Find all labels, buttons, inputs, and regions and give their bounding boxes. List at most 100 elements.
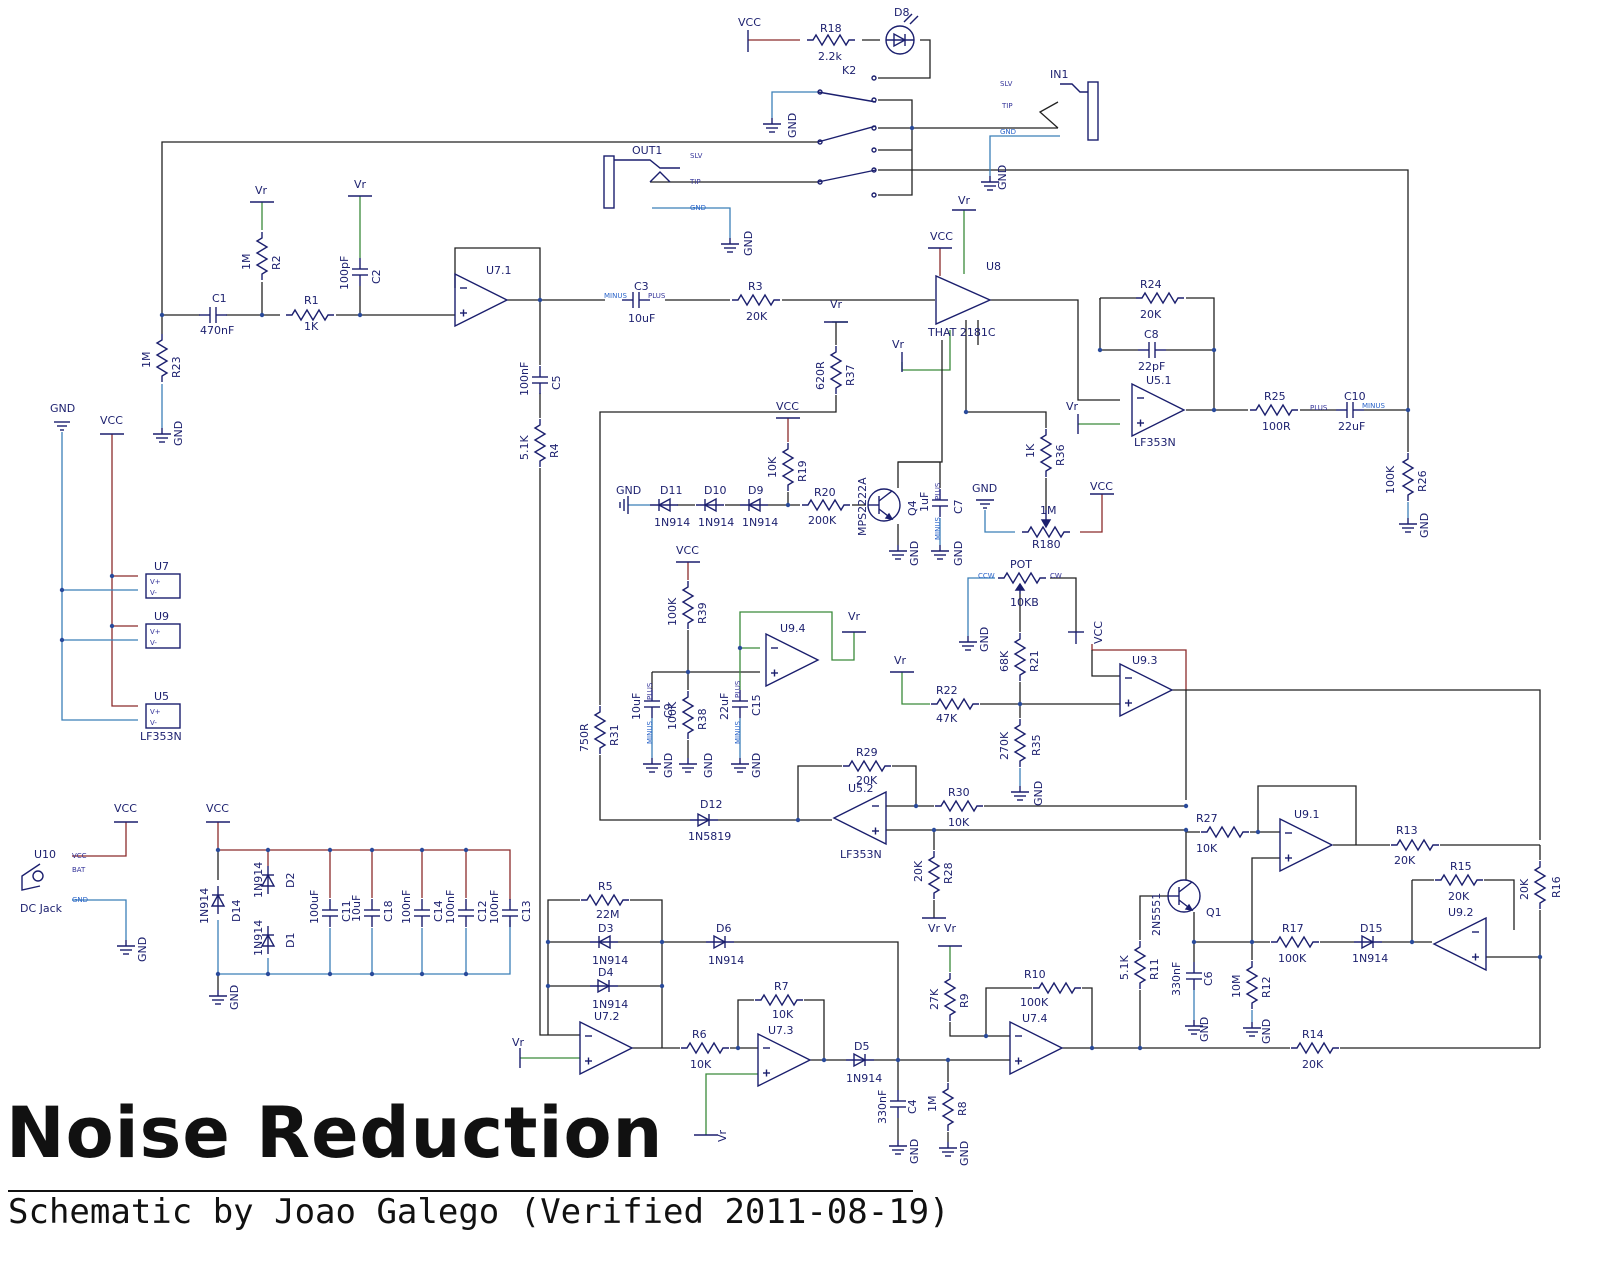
svg-text:VCC: VCC: [100, 414, 123, 427]
svg-text:1N914: 1N914: [592, 998, 628, 1011]
svg-text:U10: U10: [34, 848, 56, 861]
svg-text:CCW: CCW: [978, 572, 995, 580]
gnd-symbol: GND: [616, 484, 641, 514]
svg-text:GND: GND: [72, 896, 88, 904]
vr-symbol: Vr: [693, 1129, 729, 1142]
dc-jack-u10: U10 DC Jack VCC BAT GND: [20, 848, 88, 915]
svg-text:270K: 270K: [998, 731, 1011, 760]
resistor-r17: R17 100K: [1270, 922, 1320, 965]
svg-text:R4: R4: [548, 443, 561, 458]
svg-text:GND: GND: [978, 627, 991, 652]
svg-text:MINUS: MINUS: [934, 517, 942, 540]
resistor-r15: R15 20K: [1434, 860, 1484, 903]
resistor-r3: R3 20K: [731, 280, 781, 323]
resistor-r2: R2 1M: [240, 231, 283, 281]
svg-text:GND: GND: [952, 541, 965, 566]
diagram-title: Noise Reduction: [6, 1092, 664, 1174]
svg-text:K2: K2: [842, 64, 856, 77]
supply-u7: V+V- U7: [145, 560, 181, 599]
svg-text:10K: 10K: [948, 816, 970, 829]
svg-text:R17: R17: [1282, 922, 1304, 935]
svg-text:LF353N: LF353N: [140, 730, 182, 743]
trimmer-r180: 1M R180: [1021, 504, 1071, 551]
vr-symbol: Vr: [889, 654, 915, 673]
svg-text:1N914: 1N914: [846, 1072, 882, 1085]
diode-d6: D6 1N914: [705, 922, 744, 967]
svg-text:200K: 200K: [808, 514, 837, 527]
svg-text:1N914: 1N914: [198, 888, 211, 924]
vcc-symbol: VCC: [738, 16, 761, 52]
resistor-r9: R9 27K: [928, 972, 971, 1022]
svg-text:GND: GND: [996, 165, 1009, 190]
capacitor-c15: C15 22uF PLUS MINUS: [718, 680, 763, 744]
vr-symbol: Vr: [823, 298, 849, 323]
vr-symbol: Vr: [841, 610, 867, 633]
diode-d9: D9 1N914: [739, 484, 778, 529]
gnd-symbol: GND: [116, 937, 149, 962]
resistor-r24: R24 20K: [1135, 278, 1185, 321]
svg-text:U9.4: U9.4: [780, 622, 806, 635]
svg-text:D6: D6: [716, 922, 731, 935]
svg-text:D9: D9: [748, 484, 763, 497]
svg-text:Vr: Vr: [944, 922, 957, 935]
svg-text:V-: V-: [150, 589, 157, 597]
svg-text:U9.2: U9.2: [1448, 906, 1474, 919]
svg-text:2.2k: 2.2k: [818, 50, 842, 63]
vr-symbol: Vr: [1066, 400, 1079, 434]
wires: [61, 39, 1541, 1142]
vcc-symbol: VCC: [99, 414, 125, 435]
svg-text:GND: GND: [908, 1139, 921, 1164]
resistor-r29: R29 20K: [842, 746, 892, 787]
svg-text:U5: U5: [154, 690, 169, 703]
vcc-symbol: VCC: [205, 802, 231, 823]
gnd-symbol: GND: [958, 627, 991, 652]
gnd-symbol: GND: [720, 231, 755, 256]
svg-text:20K: 20K: [912, 860, 925, 882]
resistor-r27: R27 10K: [1196, 812, 1250, 855]
diode-d3: D3 1N914: [589, 922, 628, 967]
svg-text:VCC: VCC: [930, 230, 953, 243]
title-underline: [8, 1190, 913, 1192]
svg-text:22uF: 22uF: [718, 693, 731, 720]
svg-text:U8: U8: [986, 260, 1001, 273]
svg-text:5.1K: 5.1K: [518, 435, 531, 460]
svg-text:R30: R30: [948, 786, 970, 799]
svg-text:D3: D3: [598, 922, 613, 935]
capacitor-c4: C4 330nF: [876, 1089, 919, 1124]
svg-text:20K: 20K: [1302, 1058, 1324, 1071]
capacitor-c8: C8 22pF: [1137, 328, 1167, 373]
svg-text:22uF: 22uF: [1338, 420, 1365, 433]
svg-text:20K: 20K: [856, 774, 878, 787]
svg-text:U7.1: U7.1: [486, 264, 512, 277]
svg-text:20K: 20K: [1394, 854, 1416, 867]
svg-text:R12: R12: [1260, 976, 1273, 998]
gnd-symbol: GND: [930, 541, 965, 566]
svg-text:R9: R9: [958, 993, 971, 1008]
svg-text:C15: C15: [750, 694, 763, 716]
led-d8: D8: [885, 6, 919, 55]
svg-text:MINUS: MINUS: [604, 292, 627, 300]
gnd-symbol: GND: [1010, 781, 1045, 806]
svg-text:Vr: Vr: [892, 338, 905, 351]
svg-text:20K: 20K: [1518, 878, 1531, 900]
svg-text:100pF: 100pF: [338, 256, 351, 290]
resistor-r6: R6 10K: [680, 1028, 730, 1071]
transistor-q4: Q4 MPS2222A: [856, 477, 919, 536]
svg-text:100nF: 100nF: [518, 362, 531, 396]
svg-text:22M: 22M: [596, 908, 620, 921]
svg-text:POT: POT: [1010, 558, 1032, 571]
svg-text:20K: 20K: [1140, 308, 1162, 321]
diode-d4: D4 1N914: [589, 966, 628, 1011]
svg-text:U9.1: U9.1: [1294, 808, 1320, 821]
resistor-r16: R16 20K: [1518, 860, 1563, 910]
svg-text:R19: R19: [796, 460, 809, 482]
vca-u8: U8 THAT 2181C: [927, 260, 1001, 339]
resistor-r18: R18 2.2k: [806, 22, 856, 63]
svg-text:C1: C1: [212, 292, 227, 305]
svg-text:SLV: SLV: [1000, 80, 1013, 88]
resistor-r22: R22 47K: [930, 684, 980, 725]
svg-text:GND: GND: [616, 484, 641, 497]
svg-text:1N914: 1N914: [698, 516, 734, 529]
svg-text:R20: R20: [814, 486, 836, 499]
gnd-symbol: GND: [972, 482, 997, 509]
